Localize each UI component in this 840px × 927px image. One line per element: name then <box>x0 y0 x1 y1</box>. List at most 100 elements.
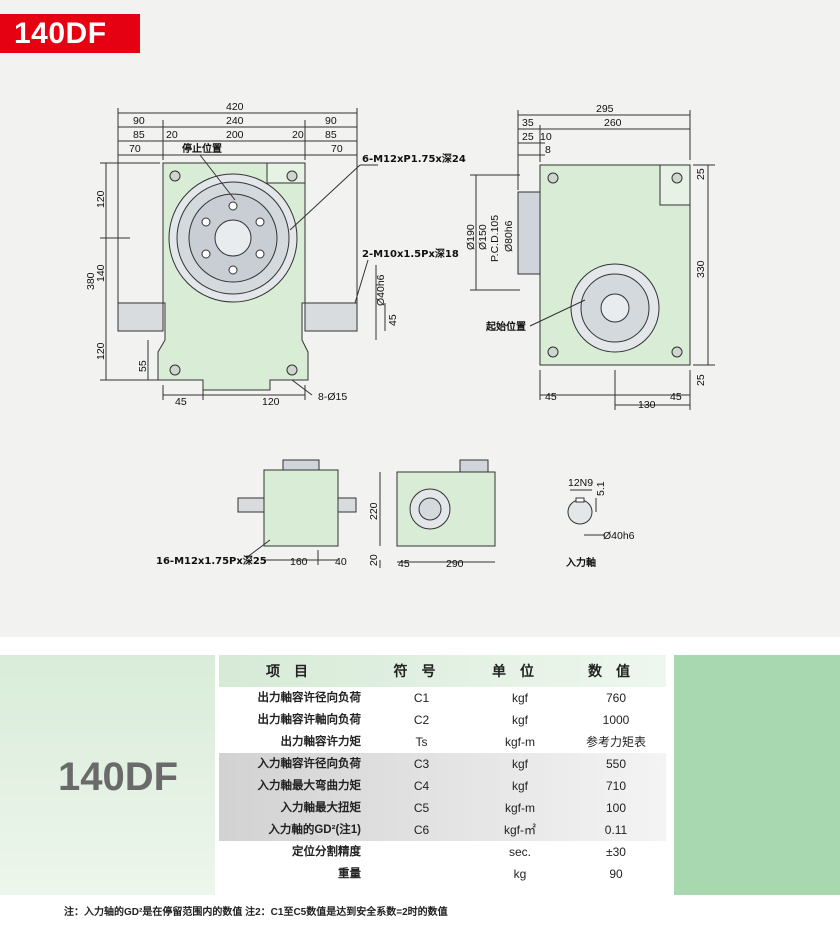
table-row: 定位分割精度 sec. ±30 <box>219 841 666 863</box>
dim-dia-150: Ø150 <box>477 224 489 250</box>
dim-295: 295 <box>596 103 614 115</box>
dim-70-left: 70 <box>129 143 141 155</box>
cell-item: 出力軸容许径向负荷 <box>257 692 362 704</box>
label-stop-position: 停止位置 <box>182 142 222 155</box>
dim-130: 130 <box>638 399 656 411</box>
dim-8: 8 <box>545 144 551 156</box>
model-label: 140DF <box>58 755 179 799</box>
cell-value: 90 <box>609 867 623 881</box>
cell-unit: kgf <box>511 691 528 705</box>
dim-240: 240 <box>226 115 244 127</box>
dim-45-front: 45 <box>175 396 187 408</box>
cell-item: 入力軸的GD²(注1) <box>268 824 361 836</box>
dim-90-left: 90 <box>133 115 145 127</box>
side-view <box>470 110 715 410</box>
model-label-panel: 140DF <box>0 655 215 895</box>
cell-item: 入力軸最大弯曲力矩 <box>257 780 362 792</box>
cell-value: 0.11 <box>604 823 628 837</box>
cell-value: 550 <box>605 757 627 771</box>
dim-85-right: 85 <box>325 129 337 141</box>
dim-pcd-105: P.C.D.105 <box>489 215 501 262</box>
dim-260: 260 <box>604 117 622 129</box>
cell-item: 重量 <box>338 868 361 880</box>
dim-40: 40 <box>335 556 347 568</box>
cell-value: 1000 <box>602 713 630 727</box>
dim-25-right-top: 25 <box>695 168 707 180</box>
cell-item: 入力軸最大扭矩 <box>280 802 362 814</box>
cell-item: 出力軸容许軸向负荷 <box>257 714 362 726</box>
table-row: 入力軸容许径向负荷 C3 kgf 550 <box>219 753 666 775</box>
dim-12n9: 12N9 <box>568 477 593 489</box>
dim-85-left: 85 <box>133 129 145 141</box>
header-symbol: 符号 <box>393 663 450 679</box>
cell-symbol: C4 <box>413 779 430 793</box>
cell-unit: kgf <box>511 757 528 771</box>
dim-10: 10 <box>540 131 552 143</box>
cell-symbol <box>369 841 474 863</box>
side-view-dims: 295 35 260 25 10 8 Ø190 Ø150 P.C.D.105 Ø… <box>465 103 707 411</box>
dim-160: 160 <box>290 556 308 568</box>
cell-value: 710 <box>605 779 627 793</box>
dim-shaft-dia: Ø40h6 <box>375 274 387 306</box>
label-thread-6: 6-M12xP1.75x深24 <box>362 152 466 165</box>
table-row: 入力軸最大弯曲力矩 C4 kgf 710 <box>219 775 666 797</box>
model-title-badge: 140DF <box>0 14 140 53</box>
dim-140: 140 <box>95 264 107 282</box>
cell-symbol: Ts <box>415 735 428 749</box>
dim-120-front: 120 <box>262 396 280 408</box>
dim-35: 35 <box>522 117 534 129</box>
cell-unit: kgf <box>511 779 528 793</box>
label-holes: 8-Ø15 <box>318 391 347 403</box>
front-view <box>100 108 386 400</box>
front-view-dims: 420 90 240 90 85 20 200 20 85 70 70 380 … <box>85 101 466 408</box>
dim-dia-80: Ø80h6 <box>503 220 515 252</box>
header-unit: 单位 <box>492 663 548 679</box>
small-top-dims: 220 20 45 290 <box>368 502 464 570</box>
dim-200: 200 <box>226 129 244 141</box>
cell-unit: kg <box>513 867 527 881</box>
dim-dia-190: Ø190 <box>465 224 477 250</box>
cell-symbol: C3 <box>413 757 430 771</box>
cell-unit: kgf-m <box>505 801 535 815</box>
header-item: 项目 <box>266 663 322 679</box>
dim-70-right: 70 <box>331 143 343 155</box>
table-row: 重量 kg 90 <box>219 863 666 885</box>
cell-item: 定位分割精度 <box>292 846 361 858</box>
label-start-position: 起始位置 <box>485 320 526 333</box>
dim-120-bottom: 120 <box>95 342 107 360</box>
cell-unit: sec. <box>508 845 531 859</box>
dim-25-right-bottom: 25 <box>695 374 707 386</box>
cell-symbol: C1 <box>413 691 430 705</box>
cell-symbol: C5 <box>413 801 430 815</box>
cell-symbol: C2 <box>413 713 430 727</box>
dim-45-small: 45 <box>398 558 410 570</box>
decorative-panel <box>674 655 840 895</box>
small-front-view <box>237 459 357 565</box>
spec-table-header: 项目 符号 单位 数值 <box>219 655 666 687</box>
cell-unit: kgf-㎡ <box>503 823 536 837</box>
small-top-view <box>379 459 496 568</box>
cell-value: ±30 <box>606 845 626 859</box>
small-front-dims: 160 40 16-M12x1.75Px深25 <box>156 554 347 568</box>
cell-value: 参考力矩表 <box>585 735 646 749</box>
dim-120-top: 120 <box>95 190 107 208</box>
cell-symbol: C6 <box>413 823 430 837</box>
dim-380: 380 <box>85 272 97 290</box>
dim-90-right: 90 <box>325 115 337 127</box>
input-shaft-dims: 12N9 5.1 Ø40h6 入力軸 <box>566 477 635 569</box>
dim-25-top: 25 <box>522 131 534 143</box>
dim-20-small: 20 <box>368 554 380 566</box>
cell-item: 入力軸容许径向负荷 <box>257 758 362 770</box>
table-row: 入力軸的GD²(注1) C6 kgf-㎡ 0.11 <box>219 819 666 841</box>
cell-item: 出力軸容许力矩 <box>280 736 362 748</box>
cell-unit: kgf <box>511 713 528 727</box>
dim-220: 220 <box>368 502 380 520</box>
dim-330: 330 <box>695 260 707 278</box>
dim-5-1: 5.1 <box>595 481 607 496</box>
